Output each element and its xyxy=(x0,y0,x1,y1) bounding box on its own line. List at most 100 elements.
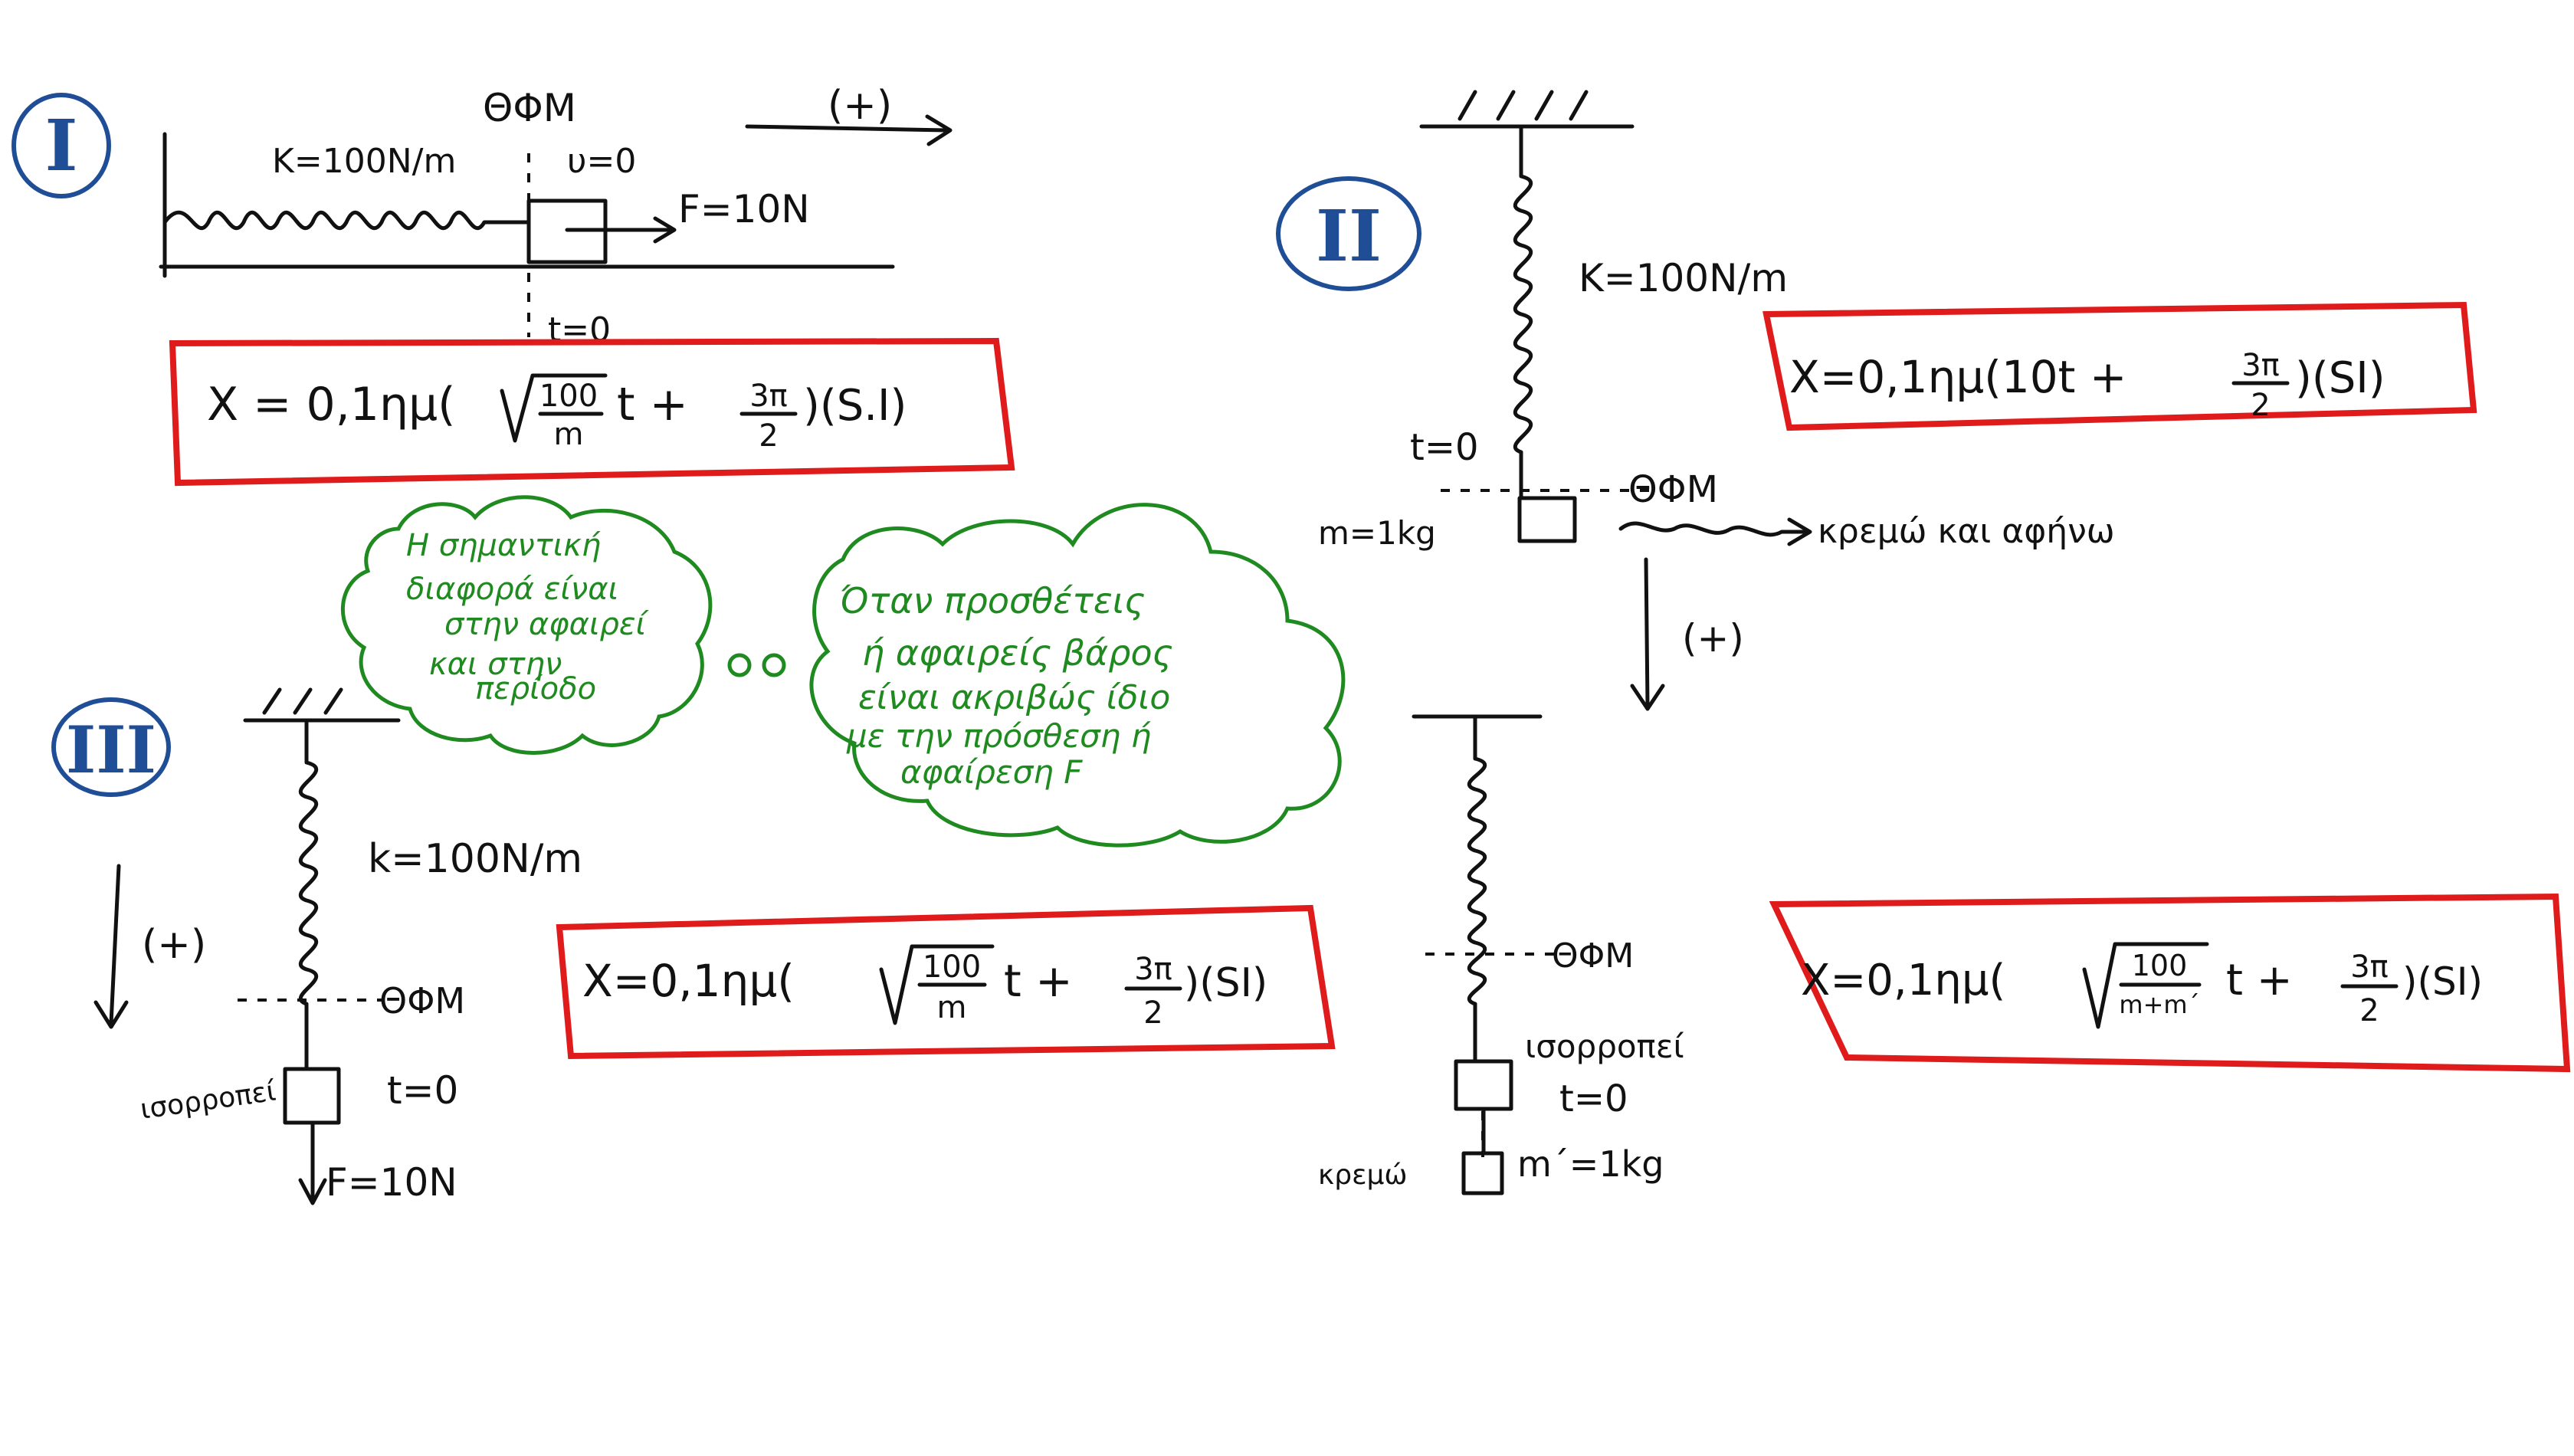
case-3-force-label: F=10N xyxy=(326,1160,457,1205)
case-4-balance-label: ισορροπεί xyxy=(1525,1028,1684,1065)
case-2-numeral: II xyxy=(1316,195,1382,277)
case-4-eq-sqrt-num: 100 xyxy=(2132,949,2188,982)
case-1-force-label: F=10N xyxy=(678,187,810,231)
note-left-line-5: περίοδο xyxy=(475,671,596,707)
case-4-mass-label: m΄=1kg xyxy=(1517,1143,1664,1185)
case-3-eq-t-plus: t + xyxy=(1004,955,1073,1007)
case-1-eq-phase-num: 3π xyxy=(749,379,788,414)
case-3-positive-label: (+) xyxy=(142,922,206,968)
case-4-equation: X=0,1ημ( 100 m+m΄ t + 3π 2 )(SI) xyxy=(1801,942,2483,1029)
case-2-positive-label: (+) xyxy=(1682,616,1744,661)
case-1-equation-box xyxy=(169,337,1015,487)
case-1-equilibrium-label: ΘΦΜ xyxy=(483,86,576,130)
case-2-spring xyxy=(1513,124,1533,500)
case-3-eq-radical xyxy=(879,944,995,1025)
case-3-balance-label: ισορροπεί xyxy=(139,1076,278,1126)
case-2-block xyxy=(1517,496,1577,543)
case-1-numeral-ring xyxy=(11,93,111,198)
case-2-action-arrow xyxy=(1618,517,1812,546)
note-right-line-4: με την πρόσθεση ή xyxy=(846,717,1151,755)
case-3-positive-arrow xyxy=(93,864,129,1029)
case-3-eq-sqrt-den: m xyxy=(937,990,967,1025)
case-2-eq-lhs: X=0,1ημ(10t + xyxy=(1789,351,2126,403)
case-3-numeral: III xyxy=(66,712,156,788)
case-3-eq-rhs: )(SI) xyxy=(1184,960,1267,1006)
case-1-eq-rhs: )(S.I) xyxy=(803,381,907,431)
case-3-time-label: t=0 xyxy=(387,1068,458,1113)
case-2-equilibrium-label: ΘΦΜ xyxy=(1628,468,1718,511)
case-3-block xyxy=(283,1067,341,1125)
case-4-equilibrium-label: ΘΦΜ xyxy=(1552,936,1634,976)
case-2-action-label: κρεμώ και αφήνω xyxy=(1818,512,2115,551)
case-3-force-arrow xyxy=(298,1120,327,1205)
case-3-spring-label: k=100N/m xyxy=(368,836,582,882)
note-left-cloud xyxy=(340,495,713,755)
case-1-eq-radical xyxy=(500,373,608,443)
case-1-equation: X = 0,1ημ( 100 m t + 3π 2 )(S.I) xyxy=(207,373,907,454)
case-2-eq-rhs: )(SI) xyxy=(2295,353,2385,403)
case-3-eq-phase-den: 2 xyxy=(1143,995,1162,1031)
case-3-spring xyxy=(298,718,319,1071)
case-1-spring-label: K=100N/m xyxy=(272,142,456,181)
case-3-eq-sqrt-num: 100 xyxy=(923,949,981,985)
case-4-spring xyxy=(1467,714,1487,1064)
case-3-eq-phase-num: 3π xyxy=(1134,952,1172,987)
case-2-positive-arrow xyxy=(1630,557,1665,711)
case-3-eq-lhs: X=0,1ημ( xyxy=(582,955,795,1007)
case-4-eq-lhs: X=0,1ημ( xyxy=(1801,956,2005,1005)
case-2-time-label: t=0 xyxy=(1410,426,1479,469)
case-1-force-arrow xyxy=(565,216,677,244)
case-2-spring-label: K=100N/m xyxy=(1579,256,1788,300)
case-4-block-2 xyxy=(1461,1151,1504,1195)
case-1-spring xyxy=(162,210,531,231)
note-left-line-3: στην αφαιρεί xyxy=(444,607,650,642)
case-1-diagram: I ΘΦΜ (+) K=100N/m υ=0 F=10N t=0 X = 0,1… xyxy=(11,83,1015,487)
note-right-line-1: Όταν προσθέτεις xyxy=(839,580,1145,621)
case-3-numeral-ring xyxy=(51,697,171,797)
case-2-equation-box xyxy=(1762,301,2477,431)
case-4-hang-label: κρεμώ xyxy=(1318,1159,1408,1191)
case-4-time-label: t=0 xyxy=(1559,1077,1628,1120)
note-right: Όταν προσθέτεις ή αφαιρείς βάρος είναι α… xyxy=(809,503,1346,848)
note-right-line-5: αφαίρεση F xyxy=(900,753,1083,791)
note-left-bubble-2 xyxy=(762,653,786,677)
note-left-line-2: διαφορά είναι xyxy=(406,572,618,607)
case-4-eq-phase-num: 3π xyxy=(2350,949,2389,985)
case-2-ceiling xyxy=(1419,90,1635,129)
note-left: Η σημαντική διαφορά είναι στην αφαιρεί κ… xyxy=(340,495,786,755)
case-3-equation-box xyxy=(556,904,1336,1060)
case-1-numeral: I xyxy=(44,104,77,187)
case-2-mass-label: m=1kg xyxy=(1318,514,1436,552)
case-2-equation: X=0,1ημ(10t + 3π 2 )(SI) xyxy=(1789,348,2385,423)
case-3-ceiling xyxy=(243,687,401,723)
note-left-bubble-1 xyxy=(727,653,752,677)
note-left-line-1: Η σημαντική xyxy=(406,528,601,563)
note-right-line-2: ή αφαιρείς βάρος xyxy=(862,632,1173,674)
case-2-eq-phase-den: 2 xyxy=(2251,388,2270,423)
case-3-equilibrium-label: ΘΦΜ xyxy=(379,980,465,1021)
case-4-block-1 xyxy=(1454,1059,1513,1111)
case-1-positive-arrow xyxy=(745,114,953,146)
note-left-line-4: και στην xyxy=(429,647,562,682)
case-1-velocity-label: υ=0 xyxy=(567,142,636,181)
case-1-eq-sqrt-num: 100 xyxy=(539,379,598,414)
note-right-line-3: είναι ακριβώς ίδιο xyxy=(858,678,1170,717)
case-4-diagram: ΘΦΜ ισορροπεί t=0 κρεμώ m΄=1kg X=0,1ημ( … xyxy=(1318,714,2571,1195)
case-3-equation: X=0,1ημ( 100 m t + 3π 2 )(SI) xyxy=(582,944,1267,1031)
case-2-diagram: II K=100N/m t=0 ΘΦΜ m=1kg κρεμώ και αφήν… xyxy=(1276,90,2477,711)
case-4-eq-radical xyxy=(2082,942,2209,1029)
case-3-diagram: III k=100N/m (+) ΘΦΜ ισορροπεί t=0 F=10N… xyxy=(51,687,1336,1205)
case-1-eq-t-plus: t + xyxy=(617,378,688,431)
case-1-positive-label: (+) xyxy=(828,83,892,129)
case-2-numeral-ring xyxy=(1276,176,1421,291)
case-4-eq-phase-den: 2 xyxy=(2359,993,2379,1028)
case-1-eq-lhs: X = 0,1ημ( xyxy=(207,378,456,431)
note-right-cloud xyxy=(809,503,1346,848)
case-1-wall xyxy=(159,132,895,278)
case-4-equation-box xyxy=(1769,893,2571,1073)
case-4-eq-sqrt-den: m+m΄ xyxy=(2119,990,2199,1019)
case-1-eq-sqrt-den: m xyxy=(554,417,584,452)
case-1-eq-phase-den: 2 xyxy=(759,418,778,454)
case-4-eq-t-plus: t + xyxy=(2226,956,2293,1005)
